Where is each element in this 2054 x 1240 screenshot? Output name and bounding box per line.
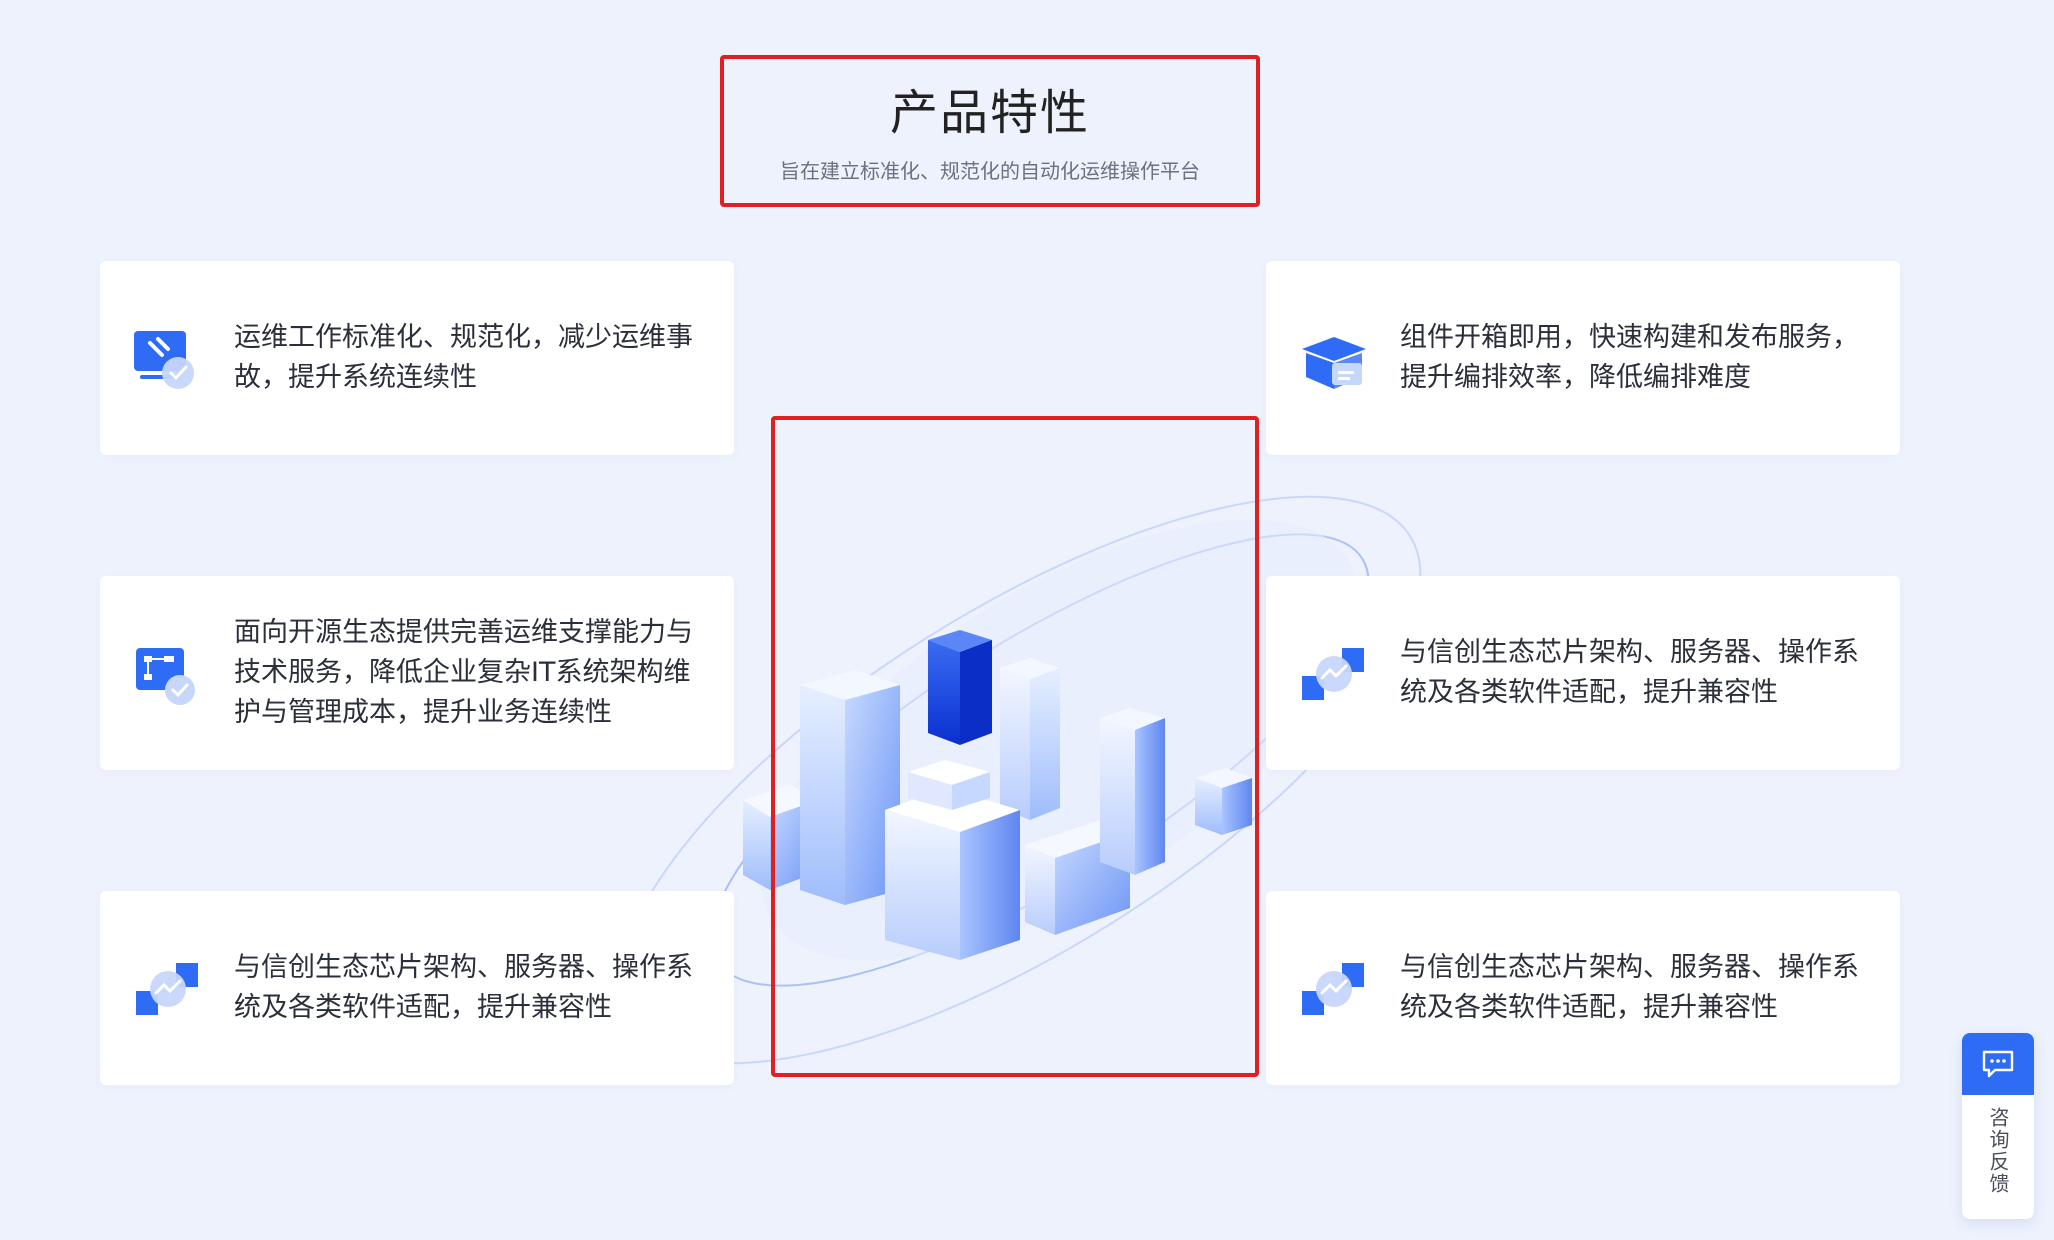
feature-card-1: 运维工作标准化、规范化，减少运维事故，提升系统连续性 [100,261,734,455]
flowchart-check-icon [136,648,195,705]
feature-text: 与信创生态芯片架构、服务器、操作系统及各类软件适配，提升兼容性 [1400,637,1859,708]
section-header: 产品特性 旨在建立标准化、规范化的自动化运维操作平台 [720,55,1260,207]
feature-text: 面向开源生态提供完善运维支撑能力与技术服务，降低企业复杂IT系统架构维护与管理成… [234,617,693,728]
page-subtitle: 旨在建立标准化、规范化的自动化运维操作平台 [780,159,1200,183]
open-box-icon [1302,337,1366,389]
feature-card-4: 与信创生态芯片架构、服务器、操作系统及各类软件适配，提升兼容性 [1266,576,1900,770]
monitor-wrench-icon [134,331,194,389]
feedback-button-header[interactable] [1962,1033,2034,1095]
feature-card-3: 面向开源生态提供完善运维支撑能力与技术服务，降低企业复杂IT系统架构维护与管理成… [100,576,734,770]
city-illustration [618,495,1422,1065]
compatibility-icon [1302,963,1364,1015]
compatibility-icon [1302,648,1364,700]
compatibility-icon [136,963,198,1015]
feature-card-5: 与信创生态芯片架构、服务器、操作系统及各类软件适配，提升兼容性 [100,891,734,1085]
feature-card-6: 与信创生态芯片架构、服务器、操作系统及各类软件适配，提升兼容性 [1266,891,1900,1085]
center-highlight-frame [771,416,1259,1077]
feature-text: 与信创生态芯片架构、服务器、操作系统及各类软件适配，提升兼容性 [1400,952,1859,1023]
feature-text: 运维工作标准化、规范化，减少运维事故，提升系统连续性 [234,322,693,393]
feature-card-2: 组件开箱即用，快速构建和发布服务，提升编排效率，降低编排难度 [1266,261,1900,455]
feature-text: 与信创生态芯片架构、服务器、操作系统及各类软件适配，提升兼容性 [234,952,693,1023]
feature-text: 组件开箱即用，快速构建和发布服务，提升编排效率，降低编排难度 [1400,322,1859,393]
feedback-button[interactable]: 咨询反馈 [1962,1033,2034,1219]
feedback-label[interactable]: 咨询反馈 [1986,1107,2010,1195]
page-title: 产品特性 [889,85,1090,141]
chat-bubble-icon [1982,1050,2014,1078]
